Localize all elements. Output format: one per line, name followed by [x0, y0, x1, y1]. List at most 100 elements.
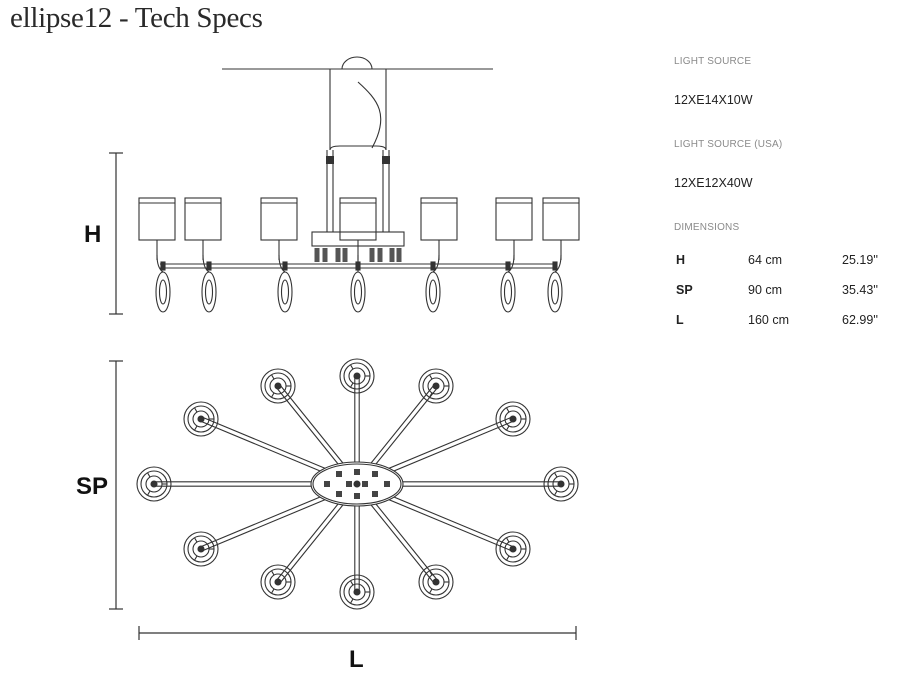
shade-spoke — [429, 392, 433, 398]
shade-spoke — [271, 374, 275, 380]
shade-spoke — [194, 537, 198, 543]
frame-top-arc — [329, 145, 387, 151]
hub-connector — [346, 481, 352, 487]
shade-spoke — [554, 472, 558, 478]
shade-outer-ring — [183, 401, 219, 437]
hub-joint — [396, 248, 402, 262]
pendant-crystal — [547, 271, 563, 313]
pendant-crystal — [425, 271, 441, 313]
arm-joint — [355, 261, 361, 271]
lamp-arm-curve — [554, 254, 562, 273]
arm-joint — [552, 261, 558, 271]
pendant-crystal — [500, 271, 516, 313]
shade-spoke — [350, 580, 354, 586]
arm-joint — [206, 261, 212, 271]
shade-spoke — [350, 382, 354, 388]
shade-outer-ring — [136, 466, 172, 502]
hub-connector — [336, 471, 342, 477]
lamp-shade — [184, 197, 222, 241]
dimension-key: H — [676, 253, 686, 267]
hub-connector — [336, 491, 342, 497]
shade-outer-ring — [260, 368, 296, 404]
shade-spoke — [429, 374, 433, 380]
span-dimension — [109, 360, 123, 610]
shade-spoke — [506, 537, 510, 543]
shade-spoke — [429, 570, 433, 576]
shade-spoke — [506, 407, 510, 413]
bulb-center — [197, 545, 205, 553]
hub-connector — [354, 469, 360, 475]
lamp-arm-curve — [278, 254, 286, 273]
shade-spoke — [194, 555, 198, 561]
pendant-crystal — [277, 271, 293, 313]
shade-spoke — [147, 472, 151, 478]
lamp-shade — [420, 197, 458, 241]
arm-joint — [505, 261, 511, 271]
pendant-crystal-inner — [158, 279, 168, 305]
bulb-center — [353, 588, 361, 596]
bulb-center — [509, 545, 517, 553]
light-source-usa-label: LIGHT SOURCE (USA) — [674, 139, 783, 150]
dimension-key: SP — [676, 283, 693, 297]
hub-joint — [389, 248, 395, 262]
height-dimension — [109, 152, 123, 315]
shade-outer-ring — [339, 358, 375, 394]
hub-connector — [372, 471, 378, 477]
ceiling-canopy — [341, 56, 373, 70]
span-label: SP — [76, 473, 108, 500]
hub-joint — [369, 248, 375, 262]
shade-spoke — [554, 490, 558, 496]
dimension-row-sp: SP 90 cm 35.43'' — [674, 283, 900, 301]
length-dimension — [138, 626, 577, 640]
shade-outer-ring — [418, 564, 454, 600]
shade-outer-ring — [183, 531, 219, 567]
shade-outer-ring — [418, 368, 454, 404]
pendant-crystal-inner — [204, 279, 214, 305]
front-elevation-view — [138, 56, 580, 313]
length-label: L — [349, 646, 364, 673]
hub-connector — [384, 481, 390, 487]
shade-spoke — [271, 588, 275, 594]
shade-spoke — [350, 598, 354, 604]
pendant-crystal-inner — [503, 279, 513, 305]
bulb-center — [432, 578, 440, 586]
light-source-label: LIGHT SOURCE — [674, 56, 752, 67]
shade-spoke — [271, 570, 275, 576]
shade-outer-ring — [543, 466, 579, 502]
bulb-center — [432, 382, 440, 390]
plan-arm — [260, 482, 360, 600]
shade-spoke — [194, 425, 198, 431]
lamp-shade — [542, 197, 580, 241]
pendant-crystal — [155, 271, 171, 313]
hub-center — [353, 480, 361, 488]
shade-spoke — [506, 555, 510, 561]
arm-joint — [282, 261, 288, 271]
light-source-usa-value: 12XE12X40W — [674, 176, 753, 190]
lamp-shade — [495, 197, 533, 241]
dimensions-label: DIMENSIONS — [674, 222, 740, 233]
lamp-arm-curve — [432, 254, 440, 273]
shade-spoke — [194, 407, 198, 413]
pendant-crystal-inner — [280, 279, 290, 305]
elevation-lamp — [542, 197, 580, 313]
dimension-cm: 64 cm — [748, 253, 783, 267]
plan-view — [136, 358, 579, 610]
dimension-key: L — [676, 313, 684, 327]
dimension-cm: 160 cm — [748, 313, 789, 327]
dimension-cm: 90 cm — [748, 283, 783, 297]
pendant-crystal — [201, 271, 217, 313]
hub-joint — [314, 248, 320, 262]
rod-joint — [326, 156, 334, 164]
dimension-inch: 35.43'' — [842, 283, 879, 297]
elevation-lamp — [339, 197, 377, 313]
shade-outer-ring — [260, 564, 296, 600]
dimension-inch: 62.99'' — [842, 313, 879, 327]
elevation-lamp — [184, 197, 222, 313]
shade-outer-ring — [339, 574, 375, 610]
pendant-crystal-inner — [428, 279, 438, 305]
shade-spoke — [271, 392, 275, 398]
lamp-shade — [138, 197, 176, 241]
elevation-lamp — [138, 197, 176, 313]
dimension-row-l: L 160 cm 62.99'' — [674, 313, 900, 331]
shade-outer-ring — [495, 401, 531, 437]
